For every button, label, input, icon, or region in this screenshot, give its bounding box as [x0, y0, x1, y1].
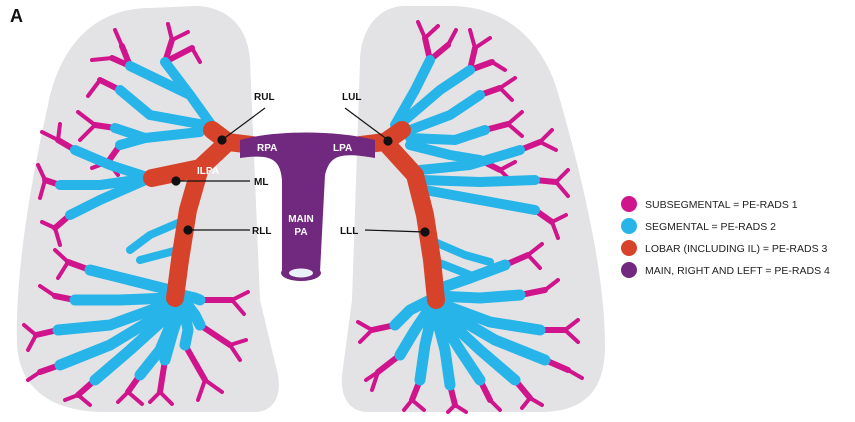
- label-lll: LLL: [340, 226, 358, 237]
- legend-item-subsegmental: SUBSEGMENTAL = PE-RADS 1: [645, 199, 798, 211]
- legend-main-icon: [621, 262, 637, 278]
- label-lul: LUL: [342, 92, 361, 103]
- label-main-pa-line2: PA: [294, 227, 307, 238]
- legend: SUBSEGMENTAL = PE-RADS 1 SEGMENTAL = PE-…: [621, 196, 830, 278]
- panel-letter: A: [10, 6, 23, 26]
- label-ml: ML: [254, 177, 268, 188]
- segmental-branches: [52, 55, 551, 391]
- label-main-pa-line1: MAIN: [288, 214, 314, 225]
- subsegmental-branches: [22, 20, 584, 414]
- label-lpa: LPA: [333, 143, 352, 154]
- label-rpa: RPA: [257, 143, 277, 154]
- label-rul: RUL: [254, 92, 275, 103]
- legend-subsegmental-icon: [621, 196, 637, 212]
- legend-lobar-icon: [621, 240, 637, 256]
- main-pulmonary-artery: [240, 132, 375, 281]
- label-leaders: [171, 107, 430, 237]
- legend-item-segmental: SEGMENTAL = PE-RADS 2: [645, 221, 776, 233]
- legend-item-lobar: LOBAR (INCLUDING IL) = PE-RADS 3: [645, 243, 827, 255]
- label-ilpa: ILPA: [197, 166, 219, 177]
- right-lung-silhouette: [16, 6, 279, 412]
- legend-item-main: MAIN, RIGHT AND LEFT = PE-RADS 4: [645, 265, 830, 277]
- legend-segmental-icon: [621, 218, 637, 234]
- label-rll: RLL: [252, 226, 271, 237]
